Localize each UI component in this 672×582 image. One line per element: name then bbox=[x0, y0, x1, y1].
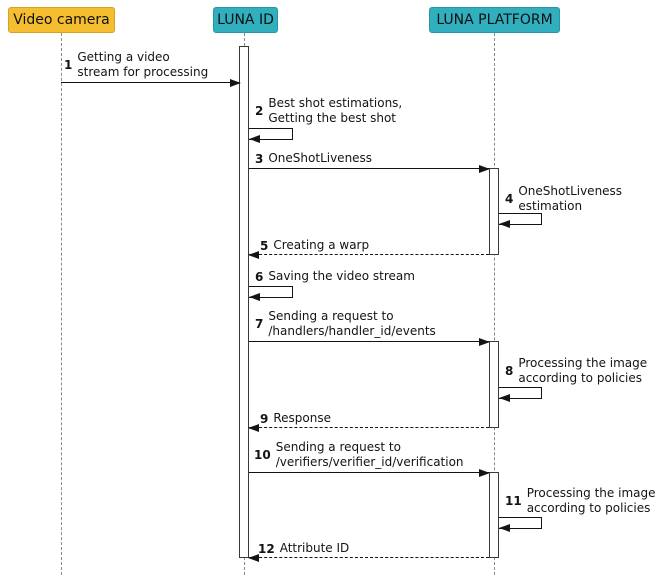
message-10-arrow bbox=[249, 469, 490, 477]
activation-luna-platform-1 bbox=[489, 168, 499, 255]
message-11-number: 11 bbox=[505, 494, 522, 508]
arrowhead-right-icon bbox=[479, 165, 490, 173]
message-9-label: 9 Response bbox=[260, 411, 331, 426]
arrowhead-right-icon bbox=[479, 338, 490, 346]
arrowhead-left-icon bbox=[499, 394, 510, 402]
message-8-self-arrow bbox=[499, 387, 542, 402]
lifeline-luna-platform bbox=[494, 33, 495, 575]
message-3-label: 3 OneShotLiveness bbox=[255, 151, 373, 166]
message-4-number: 4 bbox=[505, 192, 514, 206]
message-7-arrow bbox=[249, 338, 490, 346]
message-12-number: 12 bbox=[258, 541, 275, 556]
arrowhead-left-icon bbox=[249, 135, 260, 143]
participant-luna-id: LUNA ID bbox=[213, 7, 278, 33]
message-7-label: 7 Sending a request to/handlers/handler_… bbox=[255, 309, 436, 338]
message-5-number: 5 bbox=[260, 238, 269, 253]
message-8-number: 8 bbox=[505, 364, 514, 378]
arrowhead-left-icon bbox=[499, 524, 510, 532]
message-2-number: 2 bbox=[255, 104, 264, 118]
message-6-label: 6 Saving the video stream bbox=[255, 269, 415, 284]
message-12-label: 12 Attribute ID bbox=[258, 541, 350, 556]
message-3-arrow bbox=[249, 165, 490, 173]
arrowhead-left-icon bbox=[249, 293, 260, 301]
message-7-number: 7 bbox=[255, 317, 264, 331]
message-5-arrow bbox=[248, 251, 489, 259]
participant-video-camera: Video camera bbox=[8, 7, 115, 33]
message-6-number: 6 bbox=[255, 269, 264, 284]
message-12-arrow bbox=[248, 554, 489, 562]
message-9-arrow bbox=[248, 424, 489, 432]
activation-luna-platform-2 bbox=[489, 341, 499, 428]
message-11-self-arrow bbox=[499, 517, 542, 532]
message-4-self-arrow bbox=[499, 213, 542, 228]
activation-luna-platform-3 bbox=[489, 472, 499, 558]
arrowhead-left-icon bbox=[499, 220, 510, 228]
message-3-number: 3 bbox=[255, 151, 264, 166]
message-5-label: 5 Creating a warp bbox=[260, 238, 370, 253]
arrowhead-left-icon bbox=[248, 554, 259, 562]
message-1-number: 1 bbox=[64, 58, 73, 72]
message-10-number: 10 bbox=[254, 448, 271, 462]
arrowhead-right-icon bbox=[479, 469, 490, 477]
participant-luna-platform: LUNA PLATFORM bbox=[429, 7, 560, 33]
arrowhead-left-icon bbox=[248, 424, 259, 432]
arrowhead-left-icon bbox=[248, 251, 259, 259]
message-9-number: 9 bbox=[260, 411, 269, 426]
lifeline-video-camera bbox=[61, 33, 62, 575]
message-10-label: 10 Sending a request to/verifiers/verifi… bbox=[254, 440, 464, 469]
message-2-label: 2 Best shot estimations,Getting the best… bbox=[255, 96, 403, 125]
activation-luna-id bbox=[239, 46, 249, 558]
message-1-arrow bbox=[61, 79, 241, 87]
arrowhead-right-icon bbox=[230, 79, 241, 87]
message-6-self-arrow bbox=[249, 286, 293, 301]
message-2-self-arrow bbox=[249, 128, 293, 143]
